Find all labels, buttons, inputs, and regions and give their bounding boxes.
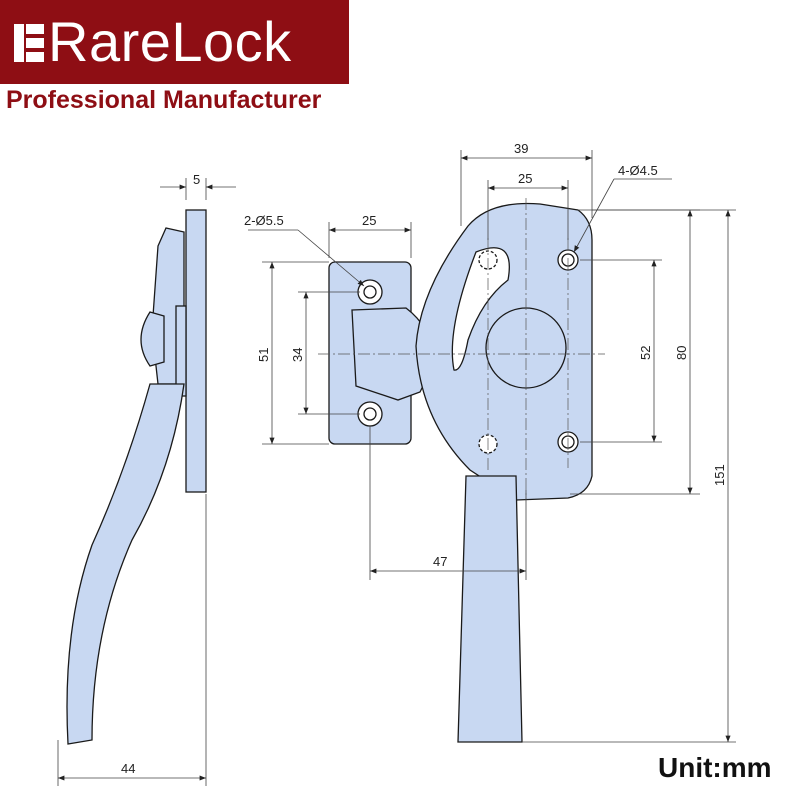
brand-name: RareLock xyxy=(48,10,292,73)
dim-keeper-hole-callout: 2-Ø5.5 xyxy=(244,213,284,228)
dim-keeper-hole-spacing-y: 34 xyxy=(290,348,305,362)
dim-plate-thickness: 5 xyxy=(193,172,200,187)
dim-total-length: 151 xyxy=(712,464,727,486)
dim-handle-depth: 44 xyxy=(121,761,135,776)
side-view-knob xyxy=(140,311,165,367)
dim-keeper-height: 51 xyxy=(256,348,271,362)
dim-body-hole-spacing-y: 52 xyxy=(638,346,653,360)
dim-body-height: 80 xyxy=(674,346,689,360)
unit-label: Unit:mm xyxy=(658,752,772,783)
dim-keeper-hole-spacing-x: 25 xyxy=(362,213,376,228)
dim-body-hole-spacing-x: 25 xyxy=(518,171,532,186)
latch-handle xyxy=(457,475,523,743)
front-view xyxy=(328,202,593,743)
side-view-handle xyxy=(66,383,185,745)
brand-banner: RareLock xyxy=(0,0,349,84)
brand-tagline: Professional Manufacturer xyxy=(6,86,322,114)
dim-keeper-to-body-distance: 47 xyxy=(433,554,447,569)
dim-body-hole-callout: 4-Ø4.5 xyxy=(618,163,658,178)
brand-logo-icon xyxy=(14,24,44,62)
dim-body-width: 39 xyxy=(514,141,528,156)
side-view-plate xyxy=(185,209,207,493)
side-view xyxy=(66,209,207,745)
latch-hook xyxy=(451,247,510,371)
